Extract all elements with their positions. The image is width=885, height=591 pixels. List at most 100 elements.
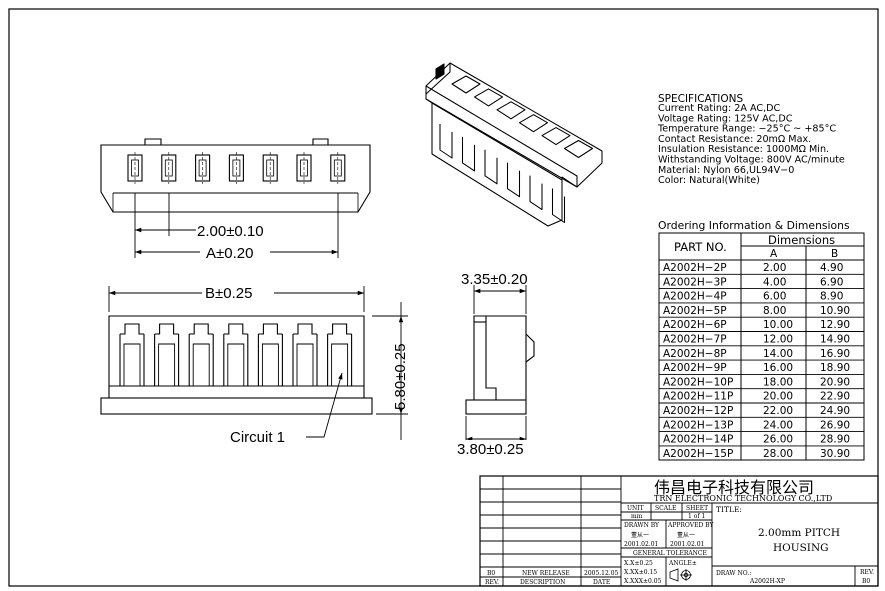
front-cavity (257, 323, 283, 386)
dimension-b: 6.90 (820, 276, 843, 288)
dimension-b: 20.90 (820, 376, 850, 388)
spec-line: Current Rating: 2A AC,DC (658, 103, 781, 114)
ordering-header-a: A (770, 248, 778, 260)
top-pin (228, 152, 244, 184)
approved-by-name: 董从一 (677, 531, 695, 539)
height-dimension: 5.80±0.25 (392, 343, 409, 410)
isometric-slot (484, 101, 526, 185)
revision-header-rev: REV. (485, 579, 499, 586)
front-cavity (154, 323, 180, 386)
spec-line: Material: Nylon 66,UL94V−0 (658, 165, 794, 176)
isometric-slots (439, 75, 594, 224)
ordering-section: Ordering Information & Dimensions PART N… (658, 219, 865, 461)
ordering-title: Ordering Information & Dimensions (658, 219, 850, 232)
a-dimension: A±0.20 (206, 245, 253, 262)
ordering-row: A2002H−6P 10.00 12.90 (659, 316, 864, 331)
dimension-a: 18.00 (763, 376, 793, 388)
part-number: A2002H−10P (663, 376, 733, 388)
dimension-b: 28.90 (820, 434, 850, 446)
ordering-row: A2002H−10P 18.00 20.90 (659, 373, 864, 388)
spec-line: Contact Resistance: 20mΩ Max. (658, 134, 811, 145)
dimension-b: 14.90 (820, 334, 850, 346)
dimension-b: 12.90 (820, 319, 850, 331)
rev-label: REV. (860, 569, 874, 576)
approved-date: 2001.02.01 (670, 541, 704, 548)
top-depth-dimension: 3.35±0.20 (461, 271, 528, 288)
part-number: A2002H−8P (663, 348, 727, 360)
circuit-one-label: Circuit 1 (230, 429, 285, 446)
ordering-row: A2002H−11P 20.00 22.90 (659, 388, 864, 403)
drawing-border (8, 8, 879, 587)
approved-by-label: APPROVED BY (667, 522, 714, 529)
part-number: A2002H−9P (663, 362, 727, 374)
dimension-b: 10.90 (820, 305, 850, 317)
part-number: A2002H−4P (663, 291, 727, 303)
company-name-en: TRN ELECTRONIC TECHNOLOGY CO.,LTD (654, 494, 832, 503)
company-name-cn: 伟昌电子科技有限公司 (654, 478, 814, 497)
dimension-a: 26.00 (763, 434, 793, 446)
drawn-by-name: 董从一 (631, 531, 649, 539)
ordering-header-b: B (831, 248, 838, 260)
revision-header-date: DATE (593, 579, 610, 586)
dimension-b: 24.90 (820, 405, 850, 417)
title-block (479, 475, 879, 587)
spec-line: Color: Natural(White) (658, 175, 760, 186)
part-number: A2002H−11P (663, 391, 733, 403)
dimension-a: 24.00 (763, 419, 793, 431)
tolerance-3: X.XXX±0.05 (624, 578, 662, 585)
title-label: TITLE: (716, 505, 742, 514)
drawn-by-label: DRAWN BY (624, 522, 660, 529)
b-dimension: B±0.25 (205, 285, 252, 302)
part-number: A2002H−13P (663, 419, 733, 431)
part-number: A2002H−7P (663, 334, 727, 346)
part-number: A2002H−6P (663, 319, 727, 331)
part-number: A2002H−14P (663, 434, 733, 446)
dimension-b: 22.90 (820, 391, 850, 403)
unit-label: UNIT (627, 505, 644, 512)
rev-value: B0 (862, 578, 870, 585)
pitch-dimension: 2.00±0.10 (197, 223, 264, 240)
front-view-cavities (109, 323, 364, 387)
front-cavity (188, 323, 214, 386)
dimension-a: 20.00 (763, 391, 793, 403)
ordering-header-dims: Dimensions (768, 233, 835, 247)
tolerance-1: X.X±0.25 (624, 560, 653, 567)
top-view (100, 138, 371, 213)
dimension-b: 30.90 (820, 448, 850, 460)
dimension-b: 8.90 (820, 291, 843, 303)
unit-value: mm (631, 513, 643, 520)
front-cavity (119, 323, 145, 386)
dimension-a: 8.00 (763, 305, 786, 317)
draw-no-value: A2002H-XP (749, 578, 785, 585)
part-number: A2002H−3P (663, 276, 727, 288)
top-view-pins (127, 152, 346, 184)
ordering-row: A2002H−14P 26.00 28.90 (659, 431, 864, 446)
tolerance-2: X.XX±0.15 (624, 569, 657, 576)
front-cavity (327, 323, 353, 386)
isometric-slot (529, 127, 571, 211)
isometric-slot (461, 88, 504, 172)
dimension-a: 10.00 (763, 319, 793, 331)
top-pin (330, 152, 346, 184)
isometric-slot (506, 114, 549, 198)
front-view (100, 315, 373, 415)
front-cavity (223, 323, 249, 386)
sheet-label: SHEET (686, 505, 708, 512)
draw-no-label: DRAW NO.: (716, 570, 751, 577)
revision-row-rev: B0 (487, 570, 495, 577)
projection-symbol (669, 568, 692, 582)
spec-line: Temperature Range: −25°C ~ +85°C (657, 124, 836, 135)
isometric-slot (551, 139, 594, 224)
top-pin (195, 152, 211, 184)
side-view-dimensions (465, 285, 527, 446)
dimension-b: 16.90 (820, 348, 850, 360)
side-view (465, 315, 535, 415)
